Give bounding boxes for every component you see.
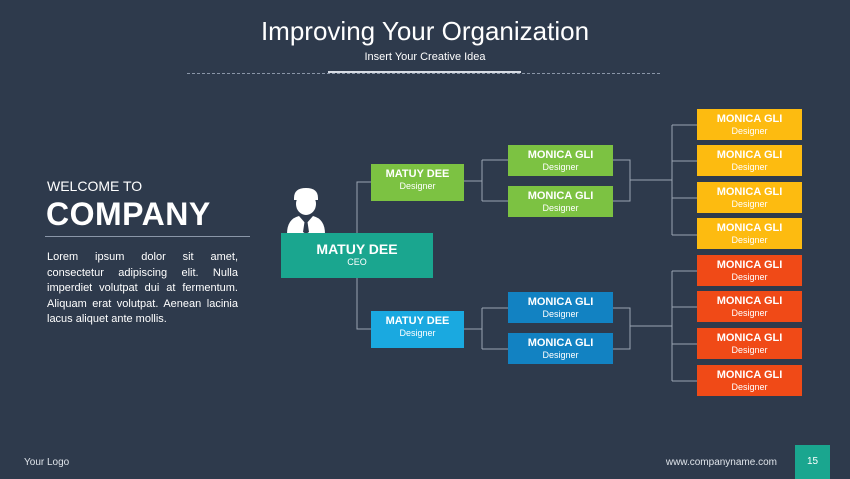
node-role: Designer <box>542 309 579 319</box>
node-role: Designer <box>542 350 579 360</box>
org-node-l2-1: MONICA GLI Designer <box>508 145 613 176</box>
connector-l1a-l2 <box>464 159 508 202</box>
node-name: MONICA GLI <box>716 259 783 271</box>
connector-l2a-l3 <box>613 124 697 236</box>
org-node-ceo: MATUY DEE CEO <box>281 233 433 278</box>
node-name: MONICA GLI <box>527 190 594 202</box>
intro-body-text: Lorem ipsum dolor sit amet, consectetur … <box>47 251 238 325</box>
node-name: MONICA GLI <box>716 149 783 161</box>
node-name: MATUY DEE <box>385 168 450 180</box>
node-name: MONICA GLI <box>716 222 783 234</box>
org-node-l3-8: MONICA GLI Designer <box>697 365 802 396</box>
connector-ceo-l1-bottom <box>356 278 371 330</box>
node-name: MONICA GLI <box>716 186 783 198</box>
node-name: MATUY DEE <box>385 315 450 327</box>
node-role: Designer <box>542 162 579 172</box>
welcome-heading: WELCOME TO <box>47 178 143 194</box>
ceo-role: CEO <box>347 257 367 267</box>
org-node-l3-1: MONICA GLI Designer <box>697 109 802 140</box>
footer-logo-text: Your Logo <box>24 457 70 468</box>
footer-url: www.companyname.com <box>665 457 777 468</box>
node-role: Designer <box>731 272 768 282</box>
connector-l1b-l2 <box>464 307 508 350</box>
org-node-l1-2: MATUY DEE Designer <box>371 311 464 348</box>
intro-divider <box>45 236 250 237</box>
title-divider <box>187 73 660 74</box>
org-node-l3-3: MONICA GLI Designer <box>697 182 802 213</box>
node-role: Designer <box>399 328 436 338</box>
node-role: Designer <box>731 308 768 318</box>
company-heading: COMPANY <box>46 196 211 232</box>
person-icon <box>287 188 325 234</box>
node-role: Designer <box>399 181 436 191</box>
page-subtitle: Insert Your Creative Idea <box>364 51 486 63</box>
page-number: 15 <box>795 445 830 479</box>
node-name: MONICA GLI <box>716 332 783 344</box>
page-title: Improving Your Organization <box>260 16 590 46</box>
node-name: MONICA GLI <box>527 296 594 308</box>
connector-l2b-l3 <box>613 270 697 382</box>
node-name: MONICA GLI <box>716 369 783 381</box>
org-node-l3-2: MONICA GLI Designer <box>697 145 802 176</box>
org-node-l1-1: MATUY DEE Designer <box>371 164 464 201</box>
connector-ceo-l1-top <box>356 181 371 233</box>
node-name: MONICA GLI <box>716 113 783 125</box>
node-role: Designer <box>542 203 579 213</box>
node-name: MONICA GLI <box>527 337 594 349</box>
node-role: Designer <box>731 382 768 392</box>
org-node-l2-3: MONICA GLI Designer <box>508 292 613 323</box>
org-node-l3-5: MONICA GLI Designer <box>697 255 802 286</box>
org-node-l2-2: MONICA GLI Designer <box>508 186 613 217</box>
node-role: Designer <box>731 162 768 172</box>
title-divider-accent <box>328 71 521 73</box>
ceo-name: MATUY DEE <box>316 241 398 257</box>
org-node-l3-7: MONICA GLI Designer <box>697 328 802 359</box>
org-node-l3-6: MONICA GLI Designer <box>697 291 802 322</box>
node-role: Designer <box>731 235 768 245</box>
node-role: Designer <box>731 199 768 209</box>
node-name: MONICA GLI <box>527 149 594 161</box>
node-role: Designer <box>731 345 768 355</box>
node-name: MONICA GLI <box>716 295 783 307</box>
org-node-l3-4: MONICA GLI Designer <box>697 218 802 249</box>
node-role: Designer <box>731 126 768 136</box>
org-node-l2-4: MONICA GLI Designer <box>508 333 613 364</box>
